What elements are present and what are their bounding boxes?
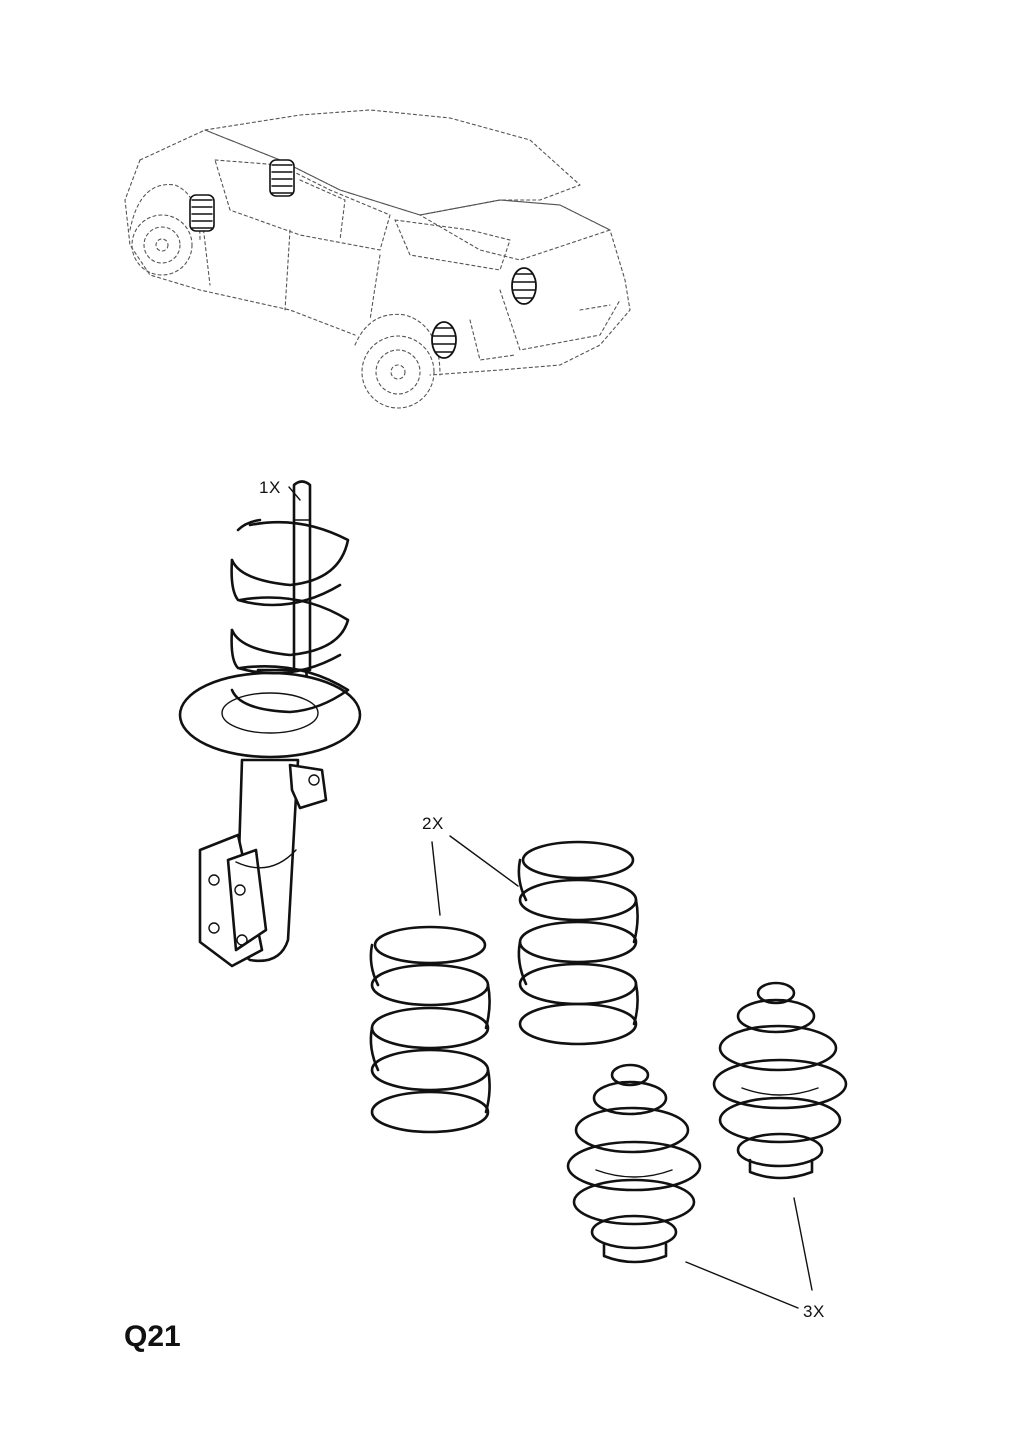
leader-lines [288, 486, 813, 1309]
rear-right-spring-marker [511, 267, 537, 305]
front-left-spring-marker [189, 194, 215, 232]
page-code: Q21 [124, 1320, 181, 1353]
leader-3x-left [685, 1261, 799, 1309]
leader-2x-right [449, 835, 519, 887]
rear-barrel-spring-left [566, 1063, 702, 1264]
front-coil-spring-left [369, 925, 491, 1134]
strut-assembly-illustration [178, 480, 362, 968]
front-right-spring-marker [269, 159, 295, 197]
callout-1x: 1X [259, 478, 281, 497]
front-coil-spring-right [517, 840, 639, 1046]
leader-3x-right [793, 1197, 813, 1291]
callout-2x: 2X [422, 814, 444, 833]
callout-3x: 3X [803, 1302, 825, 1321]
car-overview-illustration [124, 109, 631, 409]
leader-1x [288, 486, 301, 501]
rear-barrel-spring-right [712, 981, 848, 1180]
rear-left-spring-marker [431, 321, 457, 359]
leader-2x-left [431, 841, 441, 916]
